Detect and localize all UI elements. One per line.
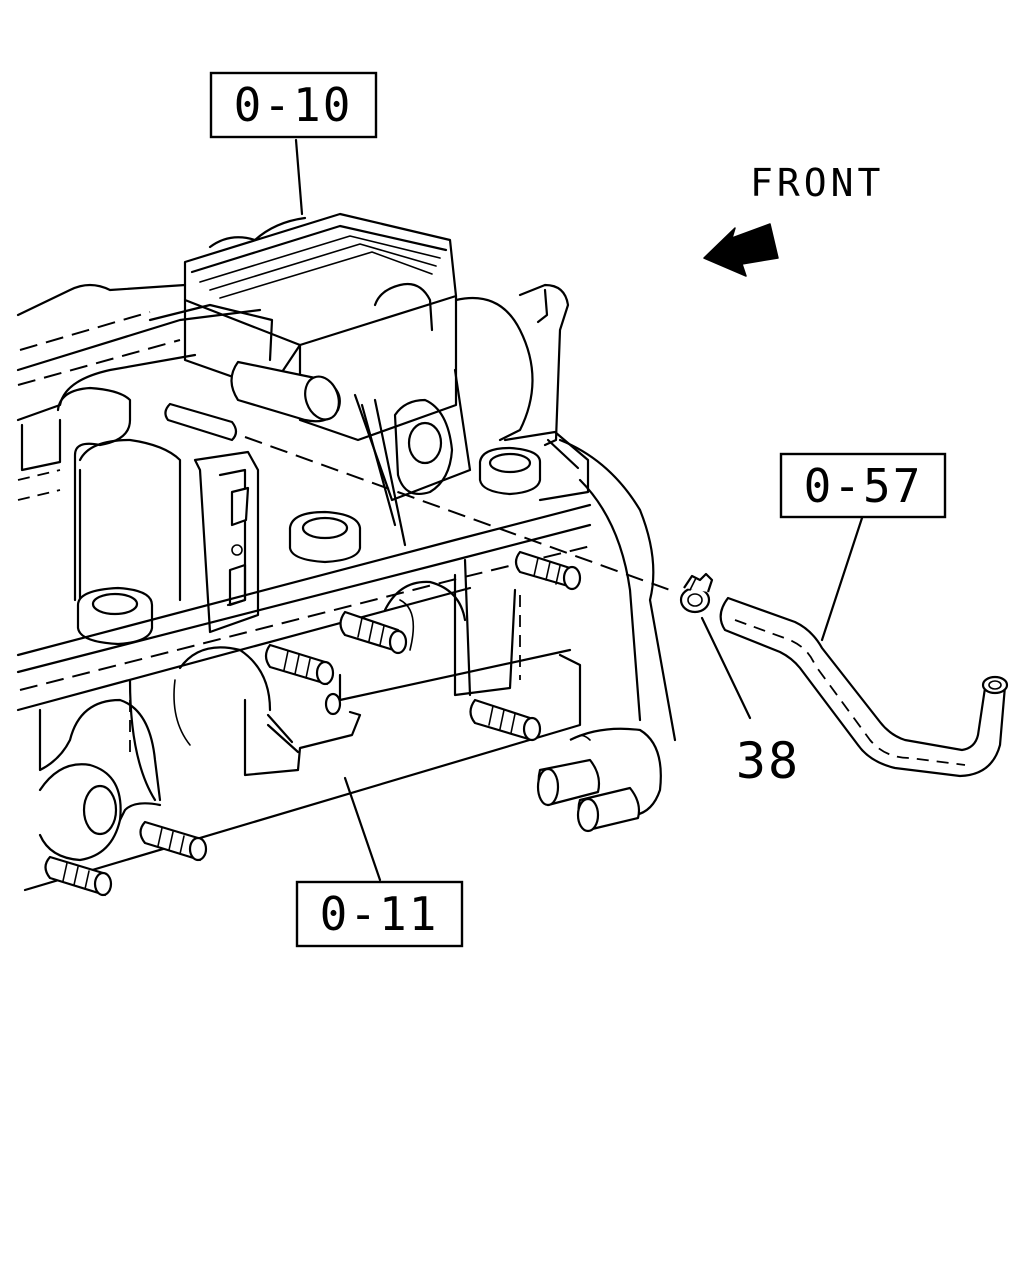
outlet-fitting: [536, 727, 662, 833]
leader-lines: [294, 138, 864, 882]
studs: [44, 550, 662, 897]
callout-38[interactable]: 38: [736, 732, 800, 790]
callout-0-11[interactable]: 0-11: [295, 880, 464, 948]
boss-right: [478, 446, 542, 496]
boss-left: [76, 586, 154, 646]
cylinder-head-drawing: [16, 283, 677, 892]
callout-label: 38: [736, 732, 800, 790]
front-direction-label: FRONT: [750, 161, 884, 205]
stud: [139, 820, 208, 862]
cylinder-head-cover-drawing: [164, 212, 570, 547]
callout-label: 0-11: [320, 887, 439, 941]
callout-label: 0-57: [804, 459, 923, 513]
stud: [44, 855, 113, 897]
boss-mid: [288, 510, 362, 564]
callout-0-57[interactable]: 0-57: [779, 452, 947, 519]
arrow-front-icon: [703, 223, 779, 277]
callout-label: 0-10: [234, 78, 353, 132]
stud: [339, 610, 408, 655]
stud: [264, 643, 335, 686]
stud: [469, 698, 542, 742]
breather-hose-drawing: [244, 436, 1009, 778]
hose-clip-drawing: [679, 572, 714, 614]
stud: [514, 550, 582, 591]
callout-0-10[interactable]: 0-10: [209, 71, 378, 139]
